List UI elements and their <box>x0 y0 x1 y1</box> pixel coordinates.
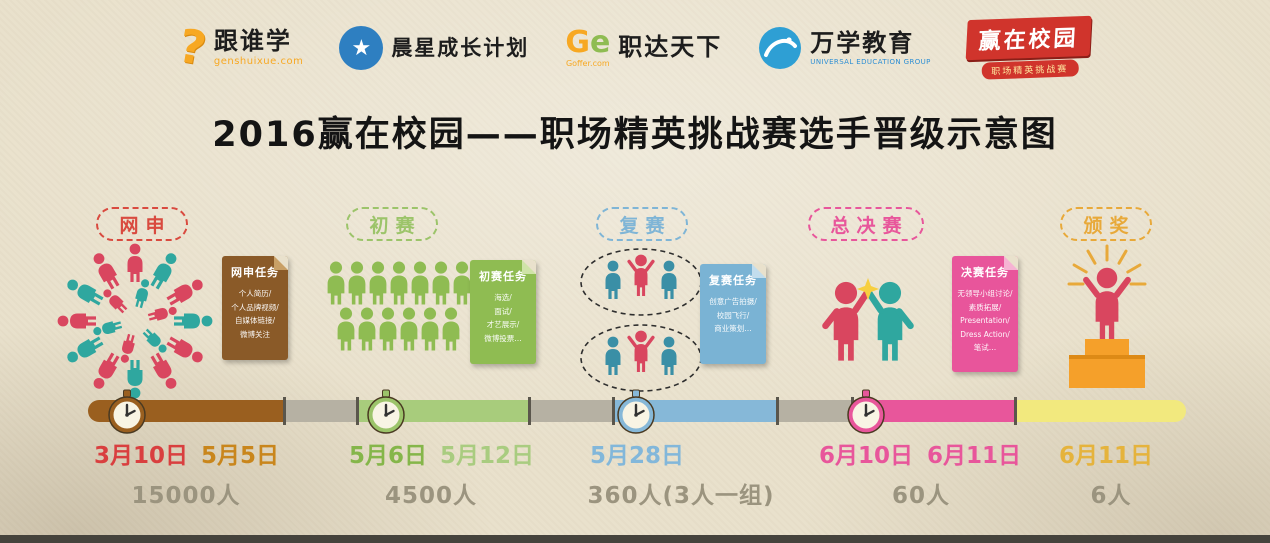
logo-sub: genshuixue.com <box>213 56 304 68</box>
logo-name: 赢在校园 <box>965 15 1092 61</box>
task-note-preliminary: 初赛任务 海选/ 面试/ 才艺展示/ 微博投票… <box>470 260 536 364</box>
date-final-start: 6月10日 <box>818 443 913 469</box>
question-mark-icon: ? <box>174 18 211 77</box>
timeline-segment-award <box>1014 400 1186 422</box>
note-lines: 无领导小组讨论/ 素质拓展/ Presentation/ Dress Actio… <box>957 289 1013 352</box>
timeline-tick <box>612 397 615 425</box>
team-groups-icon <box>580 248 702 392</box>
clock-icon-application <box>108 389 146 434</box>
count-semifinal: 360人(3人一组) <box>587 483 775 509</box>
stage-label-semifinal: 复赛 <box>596 207 688 241</box>
winner-podium-icon <box>1067 244 1147 388</box>
logo-sub: UNIVERSAL EDUCATION GROUP <box>810 57 931 66</box>
count-award: 6人 <box>1090 483 1132 509</box>
bottom-edge <box>0 535 1270 543</box>
logo-name: 跟谁学 <box>213 27 292 56</box>
note-lines: 创意广告拍摄/ 校园飞行/ 商业策划… <box>709 297 757 333</box>
logo-yingzaixiaoyuan: 赢在校园 职场精英挑战赛 <box>965 15 1092 80</box>
logo-genshuixue: ? 跟谁学 genshuixue.com <box>174 18 304 77</box>
stage-label-preliminary: 初赛 <box>346 207 438 241</box>
stage-label-online-application: 网申 <box>96 207 188 241</box>
note-title: 决赛任务 <box>961 266 1009 279</box>
count-final: 60人 <box>891 483 950 509</box>
timeline-tick <box>776 397 779 425</box>
date-semifinal: 5月28日 <box>589 443 684 469</box>
count-preliminary: 4500人 <box>384 483 477 509</box>
star-badge-icon: ★ <box>339 26 384 70</box>
task-note-final: 决赛任务 无领导小组讨论/ 素质拓展/ Presentation/ Dress … <box>952 256 1018 372</box>
date-application-end: 5月5日 <box>200 443 279 469</box>
wave-badge-icon <box>759 27 802 69</box>
date-preliminary-start: 5月6日 <box>348 443 427 469</box>
logo-sub: 职场精英挑战赛 <box>980 59 1079 80</box>
clock-icon-final <box>847 389 885 434</box>
clock-icon-preliminary <box>367 389 405 434</box>
note-title: 初赛任务 <box>479 270 527 283</box>
count-application: 15000人 <box>131 483 241 509</box>
task-note-online-application: 网申任务 个人简历/ 个人品牌视频/ 自媒体链接/ 微博关注 <box>222 256 288 360</box>
page-title: 2016赢在校园——职场精英挑战赛选手晋级示意图 <box>212 115 1058 155</box>
timeline-tick <box>283 397 286 425</box>
timeline-tick <box>528 397 531 425</box>
highfive-figures-icon <box>806 278 930 394</box>
clock-icon-semifinal <box>617 389 655 434</box>
timeline-tick <box>1014 397 1017 425</box>
logo-wanxue: 万学教育 UNIVERSAL EDUCATION GROUP <box>758 26 931 70</box>
spark-star-icon <box>857 278 879 300</box>
date-final-end: 6月11日 <box>926 443 1021 469</box>
timeline-tick <box>356 397 359 425</box>
note-lines: 个人简历/ 个人品牌视频/ 自媒体链接/ 微博关注 <box>231 289 279 339</box>
logo-name: 晨星成长计划 <box>391 35 530 60</box>
date-preliminary-end: 5月12日 <box>439 443 534 469</box>
crowd-figures-icon <box>327 261 471 351</box>
applicants-burst-icon <box>57 243 213 399</box>
note-lines: 海选/ 面试/ 才艺展示/ 微博投票… <box>484 293 522 343</box>
note-title: 网申任务 <box>231 266 279 279</box>
timeline-segment-final <box>851 400 1014 422</box>
note-title: 复赛任务 <box>709 274 757 287</box>
logo-chenxing: ★ 晨星成长计划 <box>339 26 529 70</box>
logo-name: 职达天下 <box>618 33 723 62</box>
timeline-connector <box>283 400 356 422</box>
logo-name: 万学教育 <box>810 29 915 58</box>
timeline-connector <box>528 400 612 422</box>
task-note-semifinal: 复赛任务 创意广告拍摄/ 校园飞行/ 商业策划… <box>700 264 766 364</box>
stage-label-final: 总决赛 <box>808 207 924 241</box>
timeline-connector <box>776 400 851 422</box>
date-award: 6月11日 <box>1058 443 1153 469</box>
stage-label-award: 颁奖 <box>1060 207 1152 241</box>
date-application-start: 3月10日 <box>93 443 188 469</box>
